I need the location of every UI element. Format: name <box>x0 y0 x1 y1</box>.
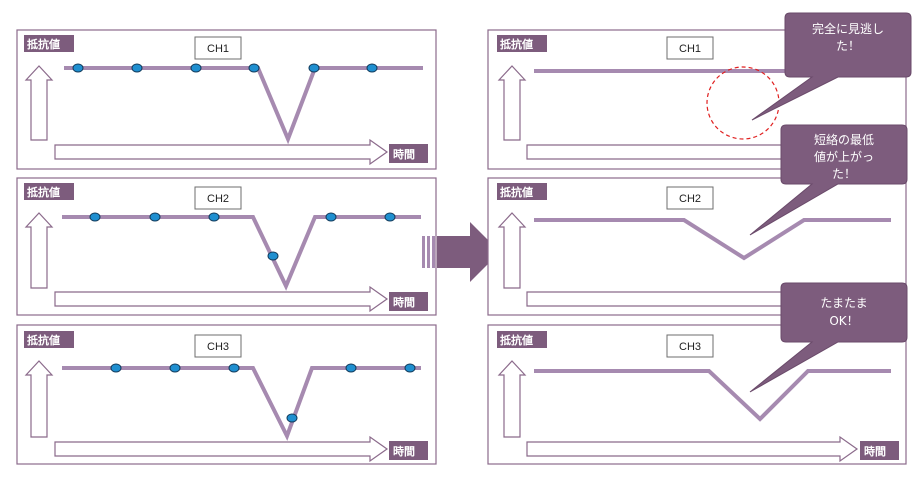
sample-point <box>228 363 240 373</box>
x-axis-arrow <box>526 435 859 463</box>
y-axis-arrow <box>497 65 527 141</box>
sample-points <box>89 212 396 261</box>
arrow-stripe <box>422 236 425 268</box>
resistance-tag <box>497 35 547 52</box>
channel-label: CH1 <box>207 43 229 55</box>
panel-right-ch1: 抵抗値 CH1 <box>487 29 907 170</box>
resistance-tag <box>24 35 74 52</box>
arrow-stripe <box>432 236 435 268</box>
sample-point <box>308 63 320 73</box>
resistance-tag <box>24 183 74 200</box>
channel-label: CH2 <box>679 193 701 205</box>
channel-box <box>194 36 242 60</box>
callout-line: 完全に見逃し <box>812 21 884 36</box>
callout-ch2: 短絡の最低 値が上がっ た！ <box>749 124 908 236</box>
resistance-label: 抵抗値 <box>500 185 533 199</box>
resistance-signal <box>534 369 891 422</box>
callout-line: た！ <box>832 167 856 181</box>
channel-label: CH1 <box>679 43 701 55</box>
sample-point <box>131 63 143 73</box>
time-tag <box>389 144 428 163</box>
resistance-label: 抵抗値 <box>27 185 60 199</box>
sample-point <box>384 212 396 222</box>
x-axis-arrow <box>54 285 389 313</box>
resistance-signal <box>534 218 891 261</box>
right-arrow-icon <box>437 222 500 282</box>
callout-ch1: 完全に見逃し た！ <box>751 12 912 121</box>
resistance-tag <box>497 183 547 200</box>
channel-label: CH3 <box>679 341 701 353</box>
sample-points <box>72 63 378 73</box>
channel-label: CH2 <box>207 193 229 205</box>
sample-point <box>404 363 416 373</box>
time-label: 時間 <box>393 444 415 458</box>
channel-box <box>666 334 714 358</box>
sample-point <box>286 413 298 423</box>
channel-box <box>666 36 714 60</box>
channel-box <box>194 186 242 210</box>
sample-point <box>72 63 84 73</box>
sample-point <box>169 363 181 373</box>
sample-point <box>345 363 357 373</box>
resistance-label: 抵抗値 <box>27 37 60 51</box>
time-label: 時間 <box>393 147 415 161</box>
panel-right-ch3: 抵抗値 CH3 時間 <box>487 324 907 465</box>
speech-bubble <box>751 12 912 121</box>
y-axis-arrow <box>24 65 54 141</box>
time-tag <box>860 441 899 460</box>
y-axis-arrow <box>497 212 527 289</box>
speech-bubble <box>749 282 908 393</box>
resistance-tag <box>497 331 547 348</box>
callout-line: たまたま <box>820 296 867 310</box>
time-tag <box>389 441 428 460</box>
channel-box <box>666 186 714 210</box>
x-axis-arrow <box>54 138 389 166</box>
sample-point <box>208 212 220 222</box>
channel-label: CH3 <box>207 341 229 353</box>
resistance-label: 抵抗値 <box>500 333 533 347</box>
sample-point <box>190 63 202 73</box>
arrow-stripe <box>427 236 430 268</box>
resistance-label: 抵抗値 <box>27 333 60 347</box>
panel-left-ch3: 抵抗値 CH3 時間 <box>16 324 437 465</box>
callout-line: 値が上がっ <box>814 149 874 164</box>
callout-ch3: たまたま OK！ <box>749 282 908 393</box>
x-axis-arrow <box>54 435 389 463</box>
speech-bubble <box>749 124 908 236</box>
panel-left-ch1: 抵抗値 CH1 時間 <box>16 29 437 170</box>
y-axis-arrow <box>24 360 54 438</box>
sample-point <box>267 251 279 261</box>
channel-box <box>194 334 242 358</box>
sample-point <box>110 363 122 373</box>
sample-point <box>149 212 161 222</box>
callout-line: た！ <box>836 39 860 53</box>
transition-arrow <box>422 222 500 282</box>
sample-point <box>248 63 260 73</box>
sample-points <box>110 363 416 423</box>
time-tag <box>389 292 428 311</box>
sample-point <box>325 212 337 222</box>
sample-point <box>89 212 101 222</box>
panel-left-ch2: 抵抗値 CH2 時間 <box>16 177 437 316</box>
time-label: 時間 <box>393 295 415 309</box>
y-axis-arrow <box>24 212 54 289</box>
resistance-signal <box>62 215 421 291</box>
callout-line: OK！ <box>829 314 858 328</box>
callout-line: 短絡の最低 <box>814 132 874 147</box>
resistance-label: 抵抗値 <box>500 37 533 51</box>
resistance-tag <box>24 331 74 348</box>
sample-point <box>366 63 378 73</box>
time-label: 時間 <box>864 444 886 458</box>
y-axis-arrow <box>497 360 527 438</box>
